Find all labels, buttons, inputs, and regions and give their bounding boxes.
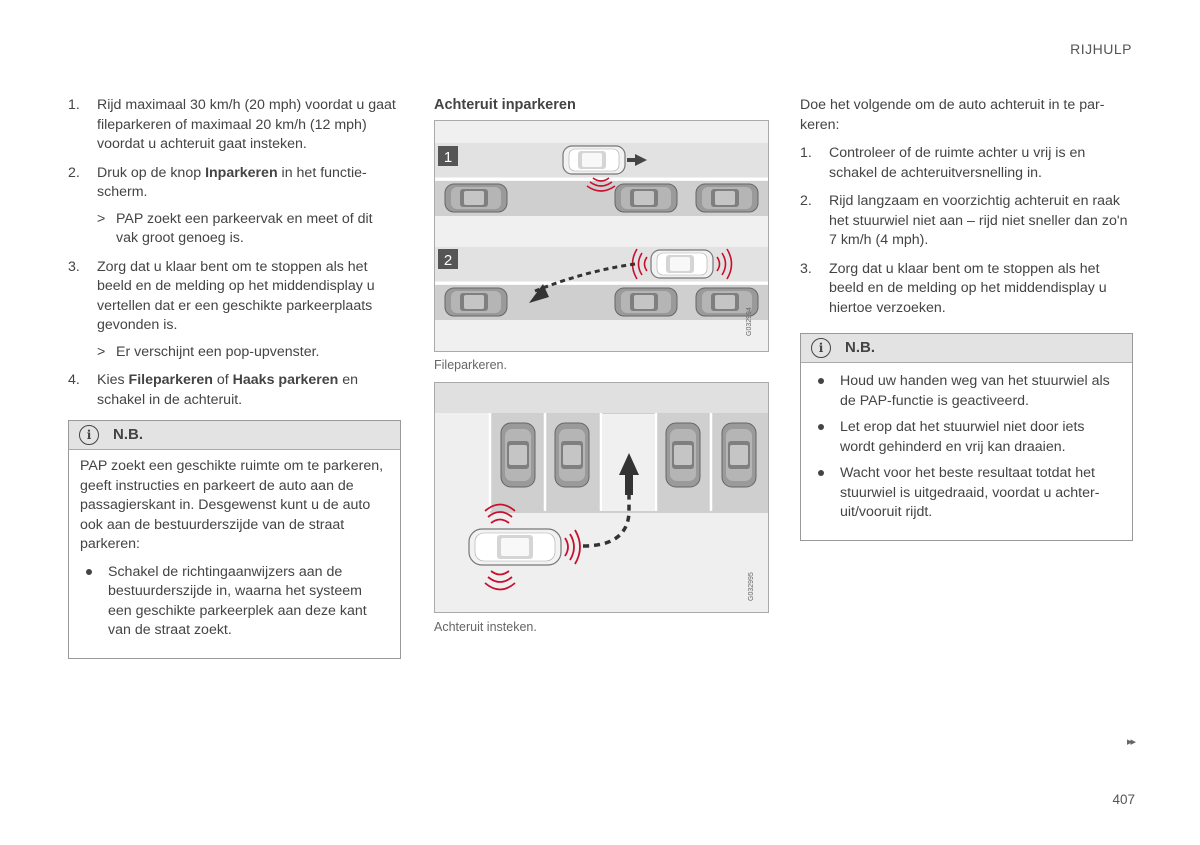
note-box-right: i N.B. Houd uw handen weg van het stuurw… <box>800 333 1133 541</box>
reverse-path <box>534 262 636 293</box>
step-number: 1. <box>800 145 812 161</box>
option-fileparkeren: Fileparkeren <box>128 372 213 388</box>
figure-perpendicular-parking: G032995 <box>434 382 769 613</box>
step-text: Zorg dat u klaar bent om te stoppen als … <box>829 260 1107 316</box>
bullet-text: Let erop dat het stuurwiel niet door iet… <box>840 419 1085 455</box>
list-item: 2. Rijd langzaam en voorzichtig achterui… <box>800 192 1132 251</box>
sub-step: > PAP zoekt een parkeervak en meet of di… <box>97 210 398 249</box>
bullet-icon <box>818 378 824 384</box>
parked-car <box>721 422 757 488</box>
forward-arrow-icon <box>635 154 647 166</box>
bullet-icon <box>86 568 92 575</box>
step-number: 2. <box>800 193 812 209</box>
info-icon: i <box>811 338 831 358</box>
step-text: Rijd langzaam en voorzichtig achteruit e… <box>829 193 1128 248</box>
list-item: Houd uw handen weg van het stuurwiel als… <box>812 372 1121 411</box>
list-item: Wacht voor het beste resultaat totdat he… <box>812 464 1121 523</box>
page-number: 407 <box>1112 792 1135 807</box>
note-bullets: Houd uw handen weg van het stuurwiel als… <box>812 372 1121 523</box>
column-right: Doe het volgende om de auto achteruit in… <box>800 96 1132 327</box>
figure-caption: Fileparkeren. <box>434 358 507 372</box>
sub-marker: > <box>97 343 106 360</box>
perpendicular-parking-illustration: G032995 <box>435 383 768 612</box>
button-name-inparkeren: Inparkeren <box>205 164 278 181</box>
up-arrow-icon <box>619 453 639 475</box>
note-header: i N.B. <box>69 421 400 450</box>
step-label-1 <box>438 146 458 166</box>
column-left: 1. Rijd maximaal 30 km/h (20 mph) voorda… <box>68 96 398 419</box>
info-icon: i <box>79 425 99 445</box>
sub-step: > Er verschijnt een pop-upvenster. <box>97 343 398 363</box>
note-text: PAP zoekt een geschikte ruimte om te par… <box>80 458 384 552</box>
step-text: Controleer of de ruimte achter u vrij is… <box>829 145 1086 181</box>
step-text-mid: of <box>212 372 233 388</box>
step-number: 2. <box>68 164 80 181</box>
parked-car <box>614 183 678 213</box>
bullet-icon <box>818 470 824 476</box>
step-text: Rijd maximaal 30 km/h (20 mph) voordat u… <box>97 97 396 152</box>
parked-car <box>665 422 701 488</box>
reverse-arrow-icon <box>529 284 549 303</box>
bullet-text: Wacht voor het beste resultaat totdat he… <box>840 465 1100 520</box>
sub-step-text: Er verschijnt een pop-upvenster. <box>116 343 320 360</box>
sensor-waves-icon <box>484 503 581 591</box>
steps-list: 1. Controleer of de ruimte achter u vrij… <box>800 144 1132 318</box>
parallel-parking-illustration: 1 2 G032994 <box>435 121 768 351</box>
note-title: N.B. <box>845 339 875 357</box>
step-text: Zorg dat u klaar bent om te stoppen als … <box>97 258 375 334</box>
own-car <box>562 145 626 175</box>
step-number: 3. <box>68 258 80 275</box>
step-text-post: en schakel in de achteruit. <box>97 372 359 408</box>
parked-car <box>444 183 508 213</box>
list-item: 1. Rijd maximaal 30 km/h (20 mph) voorda… <box>68 96 398 155</box>
figure-heading: Achteruit inparkeren <box>434 97 576 113</box>
list-item: 3. Zorg dat u klaar bent om te stoppen a… <box>68 258 398 363</box>
note-body: Houd uw handen weg van het stuurwiel als… <box>801 363 1132 540</box>
option-haaks-parkeren: Haaks parkeren <box>232 372 339 388</box>
step-text-pre: Kies <box>97 372 129 388</box>
step-label-2 <box>438 249 458 269</box>
sub-step-text: PAP zoekt een parkeervak en meet of dit … <box>116 210 373 247</box>
step-text-post: in het functie­scherm. <box>97 164 367 201</box>
list-item: Schakel de richtingaanwijzers aan de bes… <box>80 563 389 641</box>
reverse-path <box>582 491 631 548</box>
parked-car <box>500 422 536 488</box>
own-car <box>650 249 714 279</box>
step-number: 4. <box>68 372 80 388</box>
note-body: PAP zoekt een geschikte ruimte om te par… <box>69 450 400 658</box>
step-text-pre: Druk op de knop <box>97 164 206 181</box>
list-item: 2. Druk op de knop Inparkeren in het fun… <box>68 164 398 249</box>
step-label-2-text: 2 <box>444 252 452 269</box>
list-item: 3. Zorg dat u klaar bent om te stoppen a… <box>800 260 1132 319</box>
steps-list: 1. Rijd maximaal 30 km/h (20 mph) voorda… <box>68 96 398 410</box>
figure-code: G032994 <box>746 307 753 336</box>
sensor-waves-icon <box>586 177 616 192</box>
section-title: RIJHULP <box>1070 41 1132 57</box>
list-item: Let erop dat het stuurwiel niet door iet… <box>812 418 1121 457</box>
note-bullets: Schakel de richtingaanwijzers aan de bes… <box>80 563 389 641</box>
step-number: 1. <box>68 97 80 113</box>
parked-car <box>695 183 759 213</box>
figure-parallel-parking: 1 2 G032994 <box>434 120 769 352</box>
figure-caption: Achteruit insteken. <box>434 620 537 634</box>
intro-text: Doe het volgende om de auto achteruit in… <box>800 97 1105 133</box>
bullet-icon <box>818 424 824 430</box>
note-header: i N.B. <box>801 334 1132 363</box>
step-number: 3. <box>800 260 812 277</box>
next-page-arrows-icon: ▸▸ <box>1126 736 1136 748</box>
sub-marker: > <box>97 210 106 227</box>
parked-car <box>554 422 590 488</box>
list-item: 4. Kies Fileparkeren of Haaks parkeren e… <box>68 371 398 410</box>
note-box-left: i N.B. PAP zoekt een geschikte ruimte om… <box>68 420 401 659</box>
parked-car <box>614 287 678 317</box>
bullet-text: Schakel de richtingaanwijzers aan de bes… <box>108 563 367 639</box>
list-item: 1. Controleer of de ruimte achter u vrij… <box>800 144 1132 183</box>
own-car <box>468 528 562 566</box>
bullet-text: Houd uw handen weg van het stuurwiel als… <box>840 373 1110 409</box>
step-label-1-text: 1 <box>444 149 452 166</box>
parked-car <box>444 287 508 317</box>
figure-code: G032995 <box>748 572 755 601</box>
note-title: N.B. <box>113 426 143 444</box>
